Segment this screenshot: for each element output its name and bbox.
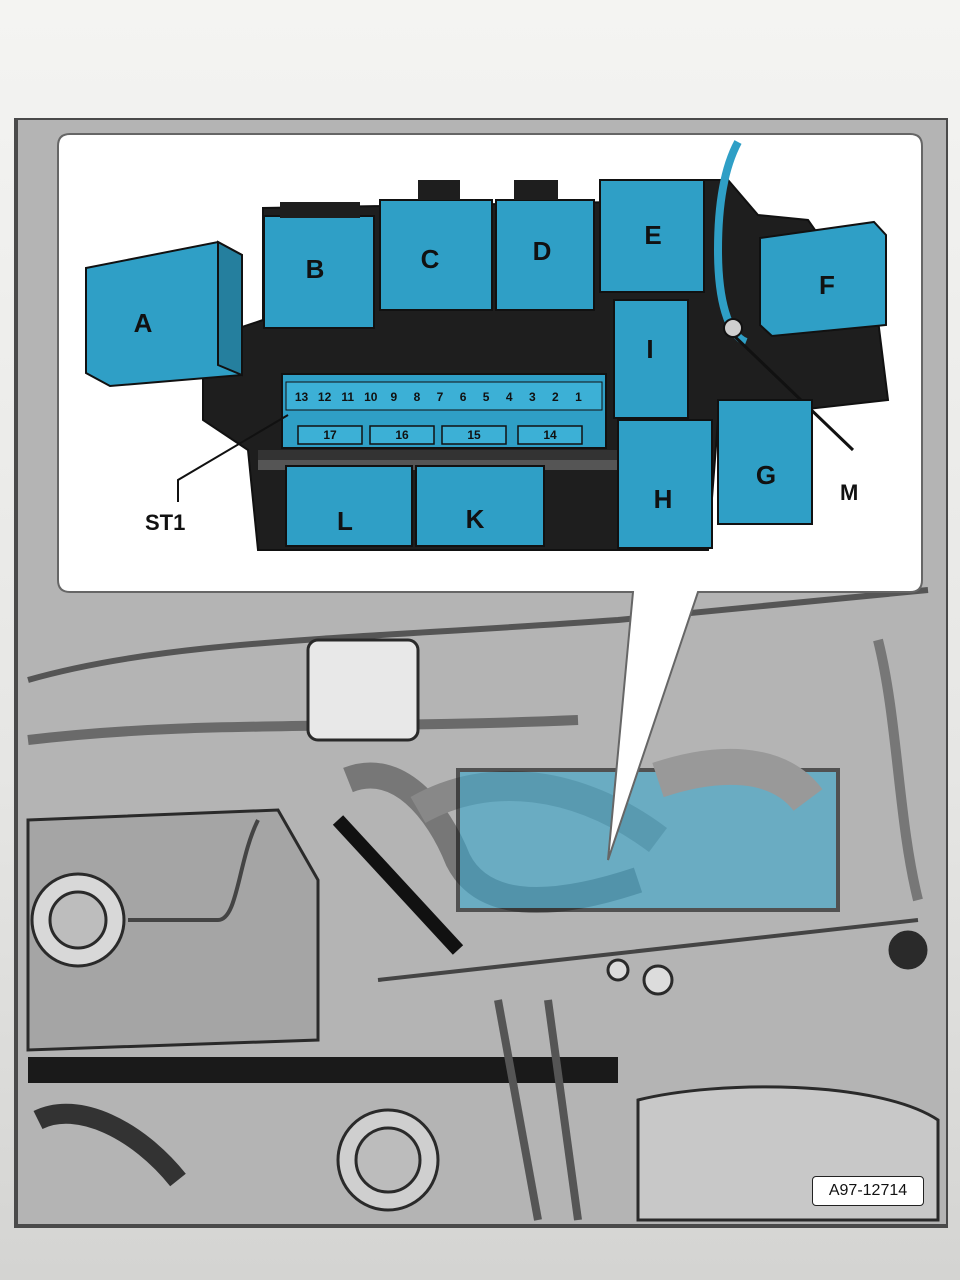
terminal-pin-11: 11 [341, 390, 355, 404]
relay-label-d: D [532, 236, 552, 266]
terminal-pin-5: 5 [482, 390, 490, 404]
terminal-pin-10: 10 [364, 390, 378, 404]
fuse-slot-14: 14 [543, 428, 557, 442]
relay-label-i: I [646, 334, 654, 364]
relay-label-h: H [653, 484, 673, 514]
relay-l [285, 465, 413, 547]
terminal-pin-9: 9 [390, 390, 398, 404]
relay-label-l: L [337, 506, 353, 536]
fuse-slot-17: 17 [323, 428, 337, 442]
fuse-slot-15: 15 [467, 428, 481, 442]
fuse-slot-16: 16 [395, 428, 409, 442]
relay-label-f: F [819, 270, 835, 300]
terminal-pin-8: 8 [413, 390, 421, 404]
pointer-line-m [726, 328, 855, 452]
callout-st1: ST1 [145, 510, 186, 535]
relay-f [759, 220, 887, 338]
relay-e [599, 179, 705, 293]
reference-code: A97-12714 [812, 1176, 924, 1206]
relay-label-k: K [465, 504, 485, 534]
terminal-pin-1: 1 [575, 390, 582, 404]
terminal-pin-12: 12 [317, 390, 332, 404]
fuse-relay-diagram [18, 120, 946, 1224]
relay-label-e: E [644, 220, 662, 250]
terminal-pin-3: 3 [528, 390, 536, 404]
relay-label-c: C [420, 244, 440, 274]
relay-b [263, 202, 375, 329]
ground-terminal-m [723, 318, 743, 338]
callout-m: M [840, 480, 859, 505]
relay-label-b: B [305, 254, 325, 284]
terminal-pin-6: 6 [459, 390, 467, 404]
terminal-pin-2: 2 [552, 390, 559, 404]
terminal-strip-st1 [281, 373, 607, 449]
relay-i [613, 299, 689, 419]
terminal-pin-4: 4 [505, 390, 513, 404]
pointer-line-st1 [177, 414, 289, 502]
relay-label-g: G [755, 460, 777, 490]
terminal-pin-7: 7 [436, 390, 444, 404]
relay-c [379, 180, 493, 311]
relay-a [85, 240, 243, 388]
relay-g [717, 399, 813, 525]
relay-d [495, 180, 595, 311]
relay-k [415, 465, 545, 547]
terminal-pin-13: 13 [294, 390, 309, 404]
engine-bay-illustration [26, 587, 940, 1222]
relay-label-a: A [133, 308, 153, 338]
relay-h [617, 419, 713, 549]
